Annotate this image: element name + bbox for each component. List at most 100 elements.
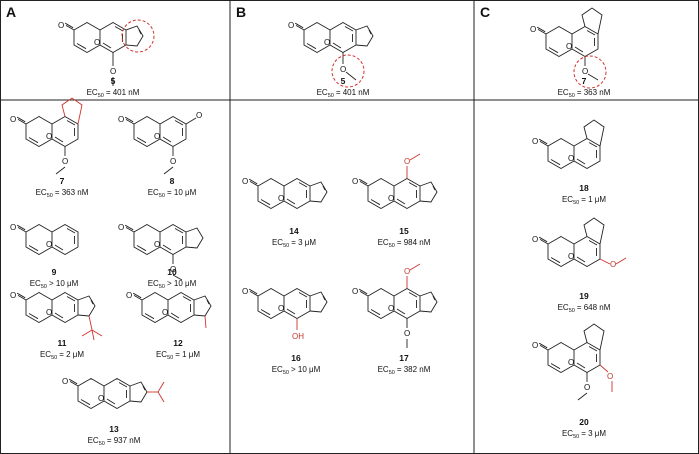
- svg-text:O: O: [46, 132, 52, 141]
- svg-text:O: O: [607, 372, 613, 381]
- svg-text:O: O: [162, 308, 168, 317]
- structure-a5: O O O: [58, 19, 155, 86]
- svg-text:O: O: [610, 260, 616, 269]
- structure-b5: O O O: [288, 21, 374, 88]
- svg-text:O: O: [324, 38, 330, 47]
- svg-text:O: O: [532, 137, 538, 146]
- ec50-a12: EC50= 1 μM: [156, 350, 200, 361]
- svg-text:O: O: [126, 291, 132, 300]
- ec50-b5: EC50= 401 nM: [317, 88, 370, 99]
- highlight-circle-c7: [573, 55, 607, 89]
- svg-text:O: O: [352, 287, 358, 296]
- panel-label-a: A: [6, 4, 16, 20]
- compound-number-c19: 19: [579, 291, 589, 301]
- structure-b14: O O: [242, 177, 328, 209]
- structure-a13: O O: [62, 377, 165, 409]
- structure-c7: O O O: [530, 7, 607, 89]
- svg-text:O: O: [404, 329, 410, 338]
- svg-text:O: O: [10, 115, 16, 124]
- svg-text:O: O: [532, 235, 538, 244]
- ec50-b14: EC50= 3 μM: [272, 238, 316, 249]
- ec50-a13: EC50= 937 nM: [88, 436, 141, 447]
- structure-a11: O O: [10, 291, 103, 341]
- svg-text:O: O: [340, 65, 346, 74]
- svg-text:O: O: [154, 240, 160, 249]
- structure-c19: O O O: [532, 217, 627, 269]
- structure-b15: O O O: [352, 153, 438, 209]
- compound-number-a13: 13: [109, 424, 119, 434]
- svg-text:O: O: [94, 38, 100, 47]
- svg-text:O: O: [10, 223, 16, 232]
- svg-text:O: O: [568, 252, 574, 261]
- panel-label-c: C: [480, 4, 490, 20]
- ec50-a10: EC50> 10 μM: [148, 279, 197, 290]
- compound-number-a7: 7: [60, 176, 65, 186]
- svg-text:O: O: [568, 154, 574, 163]
- svg-text:O: O: [288, 21, 294, 30]
- panel-label-b: B: [236, 4, 246, 20]
- compound-number-b17: 17: [399, 353, 409, 363]
- compound-number-c7: 7: [582, 76, 587, 86]
- ec50-a7: EC50= 363 nM: [36, 188, 89, 199]
- svg-text:O: O: [278, 194, 284, 203]
- highlight-circle-a5: [121, 19, 155, 53]
- svg-text:O: O: [584, 383, 590, 392]
- svg-text:O: O: [58, 21, 64, 30]
- compound-number-a9: 9: [52, 267, 57, 277]
- ec50-c19: EC50= 648 nM: [558, 303, 611, 314]
- svg-text:O: O: [62, 377, 68, 386]
- ec50-c18: EC50= 1 μM: [562, 195, 606, 206]
- svg-text:O: O: [404, 157, 410, 166]
- svg-text:O: O: [170, 265, 176, 274]
- structure-b16: OH O O: [242, 287, 328, 341]
- compound-number-a5: 5: [111, 76, 116, 86]
- svg-text:O: O: [10, 291, 16, 300]
- structure-a8: O O O O: [118, 111, 202, 175]
- svg-text:O: O: [566, 42, 572, 51]
- ec50-b16: EC50> 10 μM: [272, 365, 321, 376]
- compound-number-c20: 20: [579, 417, 589, 427]
- svg-text:O: O: [46, 308, 52, 317]
- ec50-c20: EC50= 3 μM: [562, 429, 606, 440]
- compound-number-b16: 16: [291, 353, 301, 363]
- compound-number-a12: 12: [173, 338, 183, 348]
- structure-a10: O O O: [118, 223, 204, 281]
- structure-c18: O O: [532, 119, 605, 169]
- svg-text:O: O: [582, 67, 588, 76]
- compound-number-a8: 8: [170, 176, 175, 186]
- highlight-circle-b5: [331, 54, 365, 88]
- svg-text:O: O: [278, 304, 284, 313]
- svg-text:O: O: [196, 111, 202, 120]
- structure-a7: O O O: [10, 97, 83, 175]
- ec50-c7: EC50= 363 nM: [558, 88, 611, 99]
- structure-a12: O O: [126, 291, 212, 329]
- compound-number-a11: 11: [58, 338, 67, 348]
- svg-text:O: O: [352, 177, 358, 186]
- svg-text:OH: OH: [292, 332, 304, 341]
- svg-text:O: O: [170, 157, 176, 166]
- ec50-b15: EC50= 984 nM: [378, 238, 431, 249]
- compound-number-c18: 18: [579, 183, 589, 193]
- ec50-a5: EC50= 401 nM: [87, 88, 140, 99]
- compound-number-b14: 14: [289, 226, 299, 236]
- ec50-a11: EC50= 2 μM: [40, 350, 84, 361]
- structure-c20: O O O O: [532, 323, 613, 401]
- structure-a9: O O: [10, 223, 79, 255]
- svg-text:O: O: [568, 358, 574, 367]
- structure-b17: O O O O: [352, 263, 438, 348]
- svg-text:O: O: [110, 67, 116, 76]
- svg-text:O: O: [98, 394, 104, 403]
- svg-text:O: O: [242, 287, 248, 296]
- svg-text:O: O: [154, 132, 160, 141]
- svg-text:O: O: [404, 267, 410, 276]
- ec50-b17: EC50= 382 nM: [378, 365, 431, 376]
- compound-number-b5: 5: [341, 76, 346, 86]
- svg-text:O: O: [532, 341, 538, 350]
- compound-number-b15: 15: [399, 226, 409, 236]
- svg-text:O: O: [530, 25, 536, 34]
- ec50-a8: EC50= 10 μM: [148, 188, 197, 199]
- svg-text:O: O: [242, 177, 248, 186]
- svg-text:O: O: [388, 304, 394, 313]
- svg-text:O: O: [46, 240, 52, 249]
